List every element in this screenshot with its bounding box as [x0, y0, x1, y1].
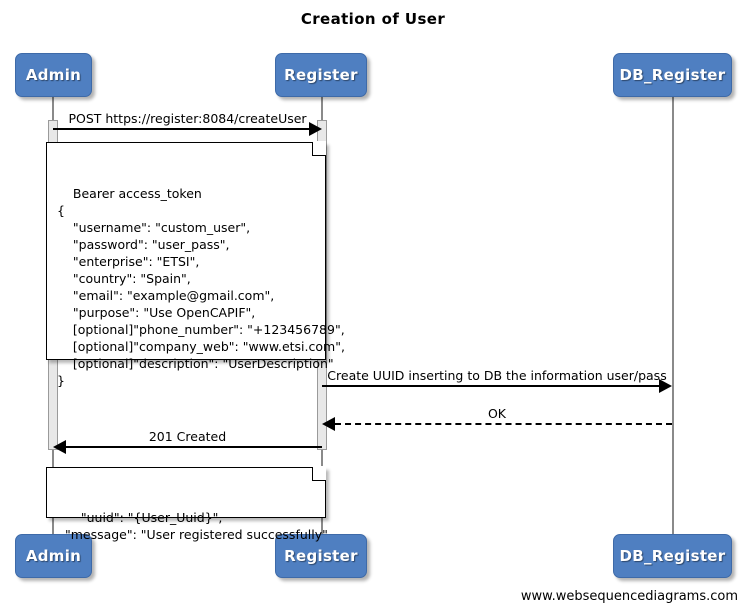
message-line-201-created — [66, 446, 322, 448]
lifeline-db-register — [672, 97, 674, 534]
participant-admin-bottom[interactable]: Admin — [15, 534, 92, 578]
message-arrowhead-post-create-user — [309, 122, 322, 136]
message-line-post-create-user — [53, 128, 309, 130]
participant-admin-top[interactable]: Admin — [15, 53, 92, 97]
participant-db-register-top[interactable]: DB_Register — [613, 53, 732, 97]
message-label-201-created: 201 Created — [148, 429, 227, 444]
participant-label: DB_Register — [619, 66, 726, 84]
note-response-body: "uuid": "{User_Uuid}", "message": "User … — [46, 466, 328, 542]
note-fold-corner — [312, 141, 326, 156]
message-label-post-create-user: POST https://register:8084/createUser — [68, 111, 307, 126]
participant-label: Register — [284, 66, 358, 84]
message-arrowhead-201-created — [53, 440, 66, 454]
message-arrowhead-ok — [322, 417, 335, 431]
note-request-body: Bearer access_token { "username": "custo… — [46, 141, 345, 388]
page-title: Creation of User — [300, 10, 446, 28]
message-line-create-uuid — [322, 385, 659, 387]
participant-label: DB_Register — [619, 547, 726, 565]
message-arrowhead-create-uuid — [659, 379, 672, 393]
message-label-create-uuid: Create UUID inserting to DB the informat… — [327, 368, 667, 383]
message-line-ok — [335, 423, 672, 425]
participant-register-bottom[interactable]: Register — [275, 534, 367, 578]
participant-label: Admin — [25, 547, 82, 565]
watermark-link[interactable]: www.websequencediagrams.com — [520, 589, 738, 604]
note-response-body-text: "uuid": "{User_Uuid}", "message": "User … — [64, 510, 328, 542]
note-fold-corner — [312, 466, 326, 481]
participant-label: Admin — [25, 66, 82, 84]
participant-register-top[interactable]: Register — [275, 53, 367, 97]
participant-db-register-bottom[interactable]: DB_Register — [613, 534, 732, 578]
note-request-body-text: Bearer access_token { "username": "custo… — [57, 186, 345, 388]
participant-label: Register — [284, 547, 358, 565]
message-label-ok: OK — [487, 406, 507, 421]
